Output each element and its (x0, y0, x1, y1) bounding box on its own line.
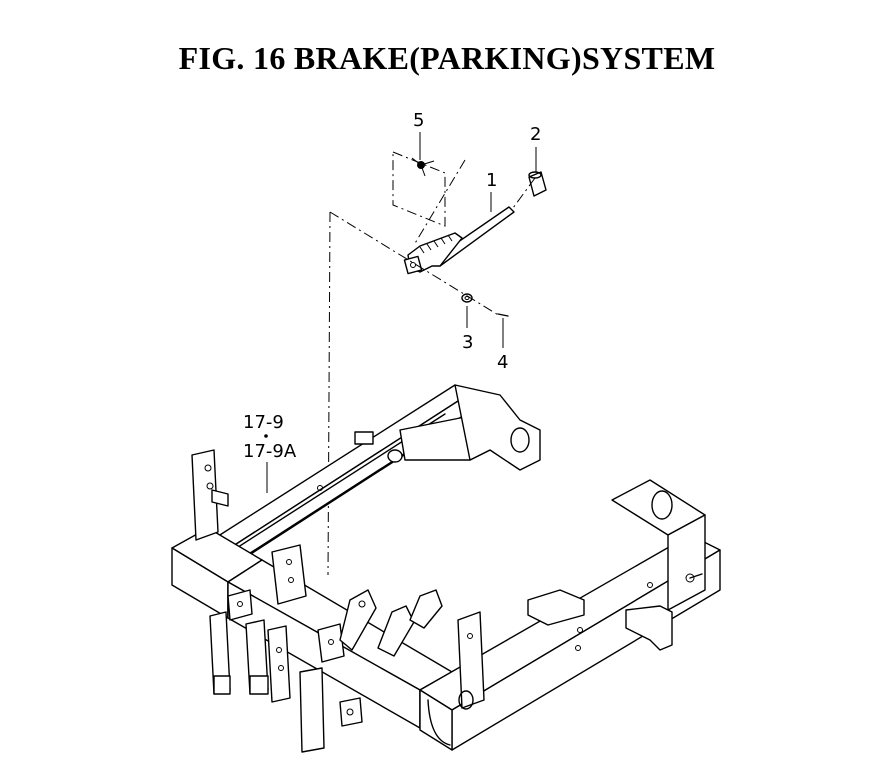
figure-title: FIG. 16 BRAKE(PARKING)SYSTEM (178, 40, 716, 76)
callout-label-5: 5 (413, 110, 424, 131)
callout-label-1: 1 (486, 170, 497, 191)
pin-part-4 (497, 313, 509, 317)
grip-cap-part-2 (528, 171, 547, 197)
reference-label-17-9a: 17-9A (243, 441, 297, 462)
brake-lever-part-1 (403, 206, 515, 275)
leader-lines (266, 132, 537, 493)
assembly-centerlines (327, 159, 536, 576)
reference-label-17-9: 17-9 (243, 412, 284, 433)
reference-separator-dot (264, 434, 268, 438)
callout-label-3: 3 (462, 332, 473, 353)
callout-label-2: 2 (530, 124, 541, 145)
tractor-frame-assembly (171, 384, 721, 753)
decal-part-5 (392, 151, 446, 227)
washer-part-3 (461, 293, 473, 303)
callout-label-4: 4 (497, 352, 508, 373)
